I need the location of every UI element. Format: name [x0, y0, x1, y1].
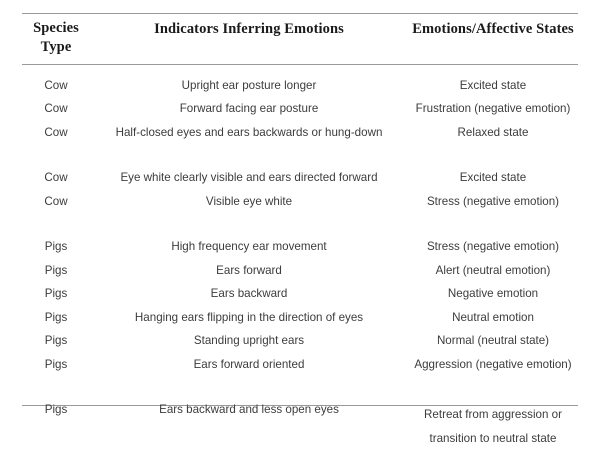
cell-species: Pigs — [44, 287, 68, 301]
group-gap-row — [22, 214, 578, 236]
cell-indicator: Forward facing ear posture — [179, 102, 319, 116]
cell-emotion: Excited state — [459, 78, 527, 92]
cell-indicator: Hanging ears flipping in the direction o… — [134, 310, 364, 324]
cell-emotion: Frustration (negative emotion) — [415, 102, 571, 116]
cell-indicator: Eye white clearly visible and ears direc… — [120, 171, 378, 185]
cell-species: Pigs — [44, 402, 68, 416]
cell-emotion: Relaxed state — [457, 125, 529, 139]
cell-emotion: Normal (neutral state) — [436, 334, 550, 348]
table-container: Species Type Indicators Inferring Emotio… — [22, 13, 578, 445]
table-row: Cow Eye white clearly visible and ears d… — [22, 167, 578, 191]
table-row: Pigs Hanging ears flipping in the direct… — [22, 306, 578, 330]
spacer-cell — [22, 145, 90, 167]
table-rule-bottom — [22, 405, 578, 406]
cell-indicator: Visible eye white — [205, 194, 293, 208]
spacer-cell — [408, 377, 578, 399]
cell-emotion-line1: Retreat from aggression or — [424, 407, 562, 421]
cell-emotion: Excited state — [459, 171, 527, 185]
header-spacer-row — [22, 57, 578, 74]
cell-species: Cow — [44, 194, 68, 208]
cell-species: Pigs — [44, 263, 68, 277]
cell-emotion: Retreat from aggression or transition to… — [408, 399, 578, 450]
spacer-cell — [22, 214, 90, 236]
table-row: Cow Half-closed eyes and ears backwards … — [22, 121, 578, 145]
table-row: Cow Forward facing ear posture Frustrati… — [22, 98, 578, 122]
cell-emotion: Negative emotion — [447, 287, 539, 301]
table-row: Cow Visible eye white Stress (negative e… — [22, 190, 578, 214]
column-header-species-line1: Species — [33, 20, 79, 36]
column-header-indicators: Indicators Inferring Emotions — [154, 21, 344, 37]
column-header-species-line2: Type — [40, 39, 72, 56]
cell-indicator: Ears forward — [216, 263, 282, 277]
cell-species: Pigs — [44, 357, 68, 371]
spacer-cell — [90, 377, 408, 399]
cell-indicator: Ears backward — [210, 287, 288, 301]
spacer-cell — [408, 214, 578, 236]
group-gap-row — [22, 145, 578, 167]
cell-emotion: Stress (negative emotion) — [426, 240, 560, 254]
table-row: Pigs Ears forward Alert (neutral emotion… — [22, 259, 578, 283]
cell-emotion-line2: transition to neutral state — [429, 431, 557, 445]
spacer-cell — [22, 57, 90, 74]
cell-indicator: Upright ear posture longer — [181, 78, 317, 92]
cell-indicator: Standing upright ears — [193, 334, 305, 348]
cell-species: Cow — [44, 171, 68, 185]
column-header-emotions: Emotions/Affective States — [412, 21, 574, 37]
cell-emotion: Aggression (negative emotion) — [414, 357, 572, 371]
cell-indicator: Ears forward oriented — [193, 357, 305, 371]
cell-indicator: High frequency ear movement — [171, 240, 327, 254]
table-row: Pigs High frequency ear movement Stress … — [22, 236, 578, 260]
table-row: Pigs Ears forward oriented Aggression (n… — [22, 353, 578, 377]
table-row: Pigs Ears backward Negative emotion — [22, 283, 578, 307]
table-body: Cow Upright ear posture longer Excited s… — [22, 57, 578, 450]
cell-emotion: Neutral emotion — [452, 310, 534, 324]
cell-indicator: Half-closed eyes and ears backwards or h… — [115, 125, 383, 139]
table-row: Pigs Ears backward and less open eyes Re… — [22, 399, 578, 450]
table-row: Cow Upright ear posture longer Excited s… — [22, 74, 578, 98]
table-rule-top — [22, 13, 578, 14]
spacer-cell — [408, 145, 578, 167]
emotion-indicators-table: Species Type Indicators Inferring Emotio… — [22, 18, 578, 450]
cell-species: Pigs — [44, 240, 68, 254]
table-rule-header — [22, 64, 578, 65]
cell-species: Cow — [44, 78, 68, 92]
spacer-cell — [90, 214, 408, 236]
cell-species: Pigs — [44, 334, 68, 348]
header-row: Species Type Indicators Inferring Emotio… — [22, 18, 578, 57]
spacer-cell — [22, 377, 90, 399]
spacer-cell — [90, 57, 408, 74]
cell-species: Pigs — [44, 310, 68, 324]
group-gap-row — [22, 377, 578, 399]
cell-indicator: Ears backward and less open eyes — [159, 402, 339, 416]
table-header: Species Type Indicators Inferring Emotio… — [22, 18, 578, 57]
cell-species: Cow — [44, 125, 68, 139]
cell-emotion: Stress (negative emotion) — [426, 194, 560, 208]
spacer-cell — [408, 57, 578, 74]
column-header-species-type: Species Type — [22, 18, 90, 57]
spacer-cell — [90, 145, 408, 167]
cell-emotion: Alert (neutral emotion) — [435, 263, 551, 277]
cell-species: Cow — [44, 102, 68, 116]
table-row: Pigs Standing upright ears Normal (neutr… — [22, 330, 578, 354]
